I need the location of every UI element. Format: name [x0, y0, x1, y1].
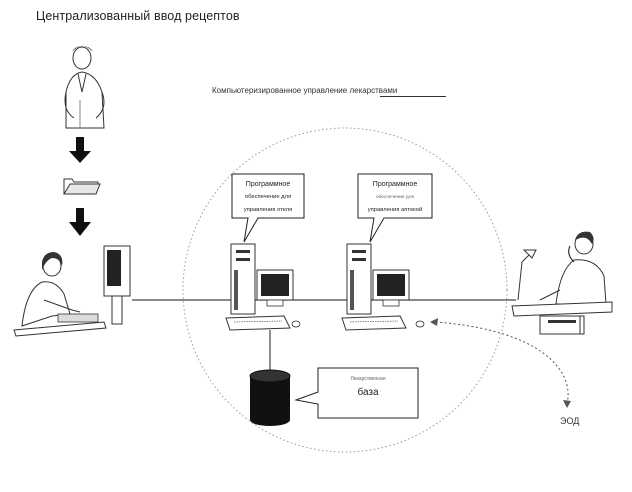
- eod-arrowhead: [430, 318, 438, 326]
- down-arrow-1: [69, 137, 91, 163]
- software-callout-1: [231, 173, 305, 243]
- diagram-title: Централизованный ввод рецептов: [36, 9, 240, 23]
- software-1-line2: обеспечение для: [244, 194, 292, 200]
- eod-arrow: [435, 321, 569, 405]
- database-label: Лекарственная база: [318, 374, 418, 402]
- diagram-subtitle: Компьютеризированное управление лекарств…: [212, 86, 398, 95]
- down-arrow-2: [69, 208, 91, 236]
- subtitle-underline: [380, 96, 446, 97]
- eod-label: ЭОД: [560, 416, 580, 426]
- software-2-line1: Программное: [372, 181, 418, 188]
- doctor-figure: [64, 46, 105, 129]
- software-2-line3: управления аптекой: [367, 207, 423, 213]
- software-1-label: Программное обеспечение для управления о…: [232, 178, 304, 217]
- eod-arrow-tail: [563, 400, 571, 408]
- folder-icon: [63, 178, 101, 195]
- computer-1: [225, 243, 301, 331]
- software-2-label: Программное обеспечение для управления а…: [358, 178, 432, 217]
- software-1-line3: управления отеля: [243, 207, 293, 213]
- database-cylinder: [249, 369, 291, 426]
- computer-2: [341, 243, 425, 331]
- database-callout: [294, 367, 419, 419]
- pharmacist-figure: [511, 231, 613, 335]
- database-line2: база: [357, 387, 379, 398]
- software-callout-2: [357, 173, 433, 243]
- software-1-line1: Программное: [245, 181, 291, 188]
- operator-at-desk: [13, 245, 131, 337]
- database-line1: Лекарственная: [350, 376, 386, 382]
- network-boundary-circle: [182, 127, 508, 453]
- software-2-line2: обеспечение для: [375, 195, 415, 200]
